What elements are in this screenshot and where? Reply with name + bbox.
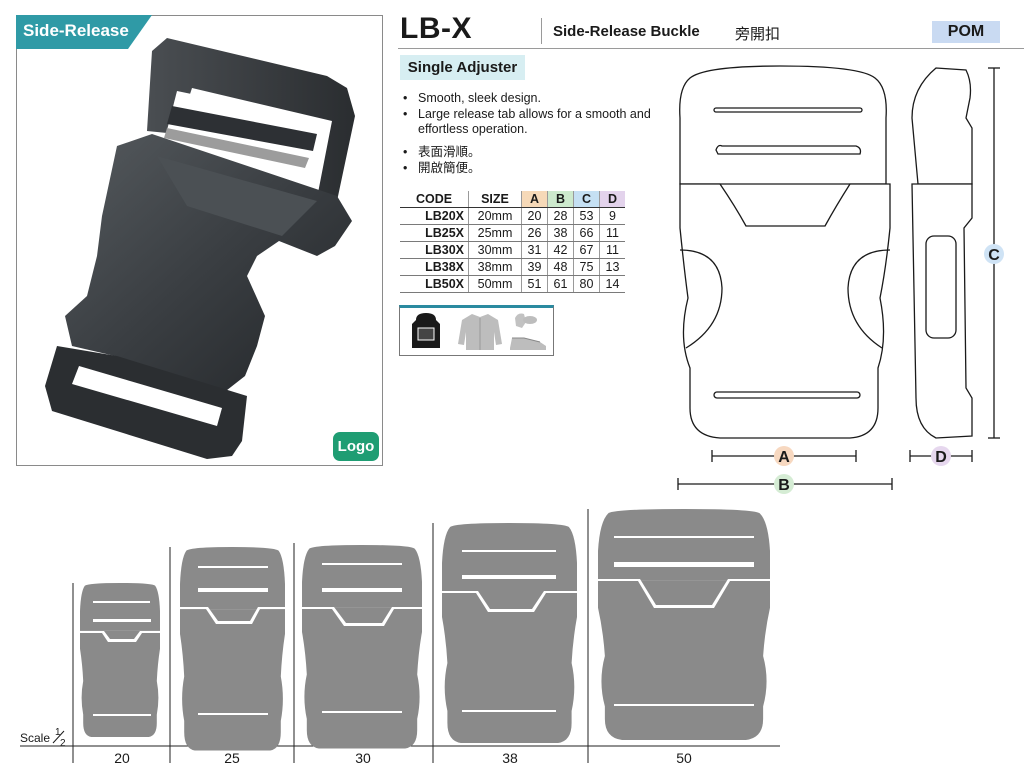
size-label-20: 20: [114, 750, 130, 766]
side-release-tag-label: Side-Release: [23, 21, 129, 40]
column-header-b: B: [547, 191, 574, 208]
cell-size: 38mm: [468, 258, 522, 276]
scale-fraction-numerator: 1: [55, 727, 61, 738]
size-label-25: 25: [224, 750, 240, 766]
side-view-window: [925, 235, 957, 339]
table-row: LB38X 38mm 39 48 75 13: [400, 258, 625, 276]
cell-a: 26: [521, 224, 548, 242]
buckle-silhouette-30: [302, 545, 422, 749]
feature-item: 表面滑順。: [400, 145, 680, 161]
product-name: Side-Release Buckle: [553, 23, 700, 40]
front-view-body: [679, 183, 891, 439]
cell-a: 31: [521, 241, 548, 259]
cell-d: 9: [599, 207, 625, 225]
cell-c: 67: [573, 241, 600, 259]
buckle-silhouette-25: [180, 547, 285, 751]
top-slot: [713, 107, 863, 113]
product-name-zh: 旁開扣: [735, 26, 781, 43]
side-view-top: [911, 67, 973, 185]
table-row: LB20X 20mm 20 28 53 9: [400, 207, 625, 225]
material-badge: POM: [932, 21, 1000, 43]
header-divider: [541, 18, 542, 44]
cell-size: 25mm: [468, 224, 522, 242]
feature-item: Smooth, sleek design.: [400, 91, 680, 107]
features-zh: 表面滑順。 開啟簡便。: [400, 145, 680, 176]
table-header-row: CODE SIZE A B C D: [400, 191, 625, 208]
cell-code: LB25X: [400, 224, 469, 242]
serrated-bar: [715, 144, 862, 155]
column-header-c: C: [573, 191, 600, 208]
column-header-d: D: [599, 191, 625, 208]
cell-d: 11: [599, 224, 625, 242]
column-header-code: CODE: [400, 191, 469, 208]
dimension-label-c: C: [988, 247, 1000, 264]
feature-item: Large release tab allows for a smooth an…: [400, 107, 680, 138]
cell-b: 28: [547, 207, 574, 225]
dimension-label-a: A: [778, 449, 790, 466]
product-photo-panel: [16, 15, 383, 466]
cell-size: 50mm: [468, 275, 522, 293]
side-release-tag: Side-Release: [16, 15, 152, 49]
cell-code: LB20X: [400, 207, 469, 225]
table-row: LB25X 25mm 26 38 66 11: [400, 224, 625, 242]
cell-b: 48: [547, 258, 574, 276]
buckle-photo: [45, 38, 355, 459]
cell-size: 20mm: [468, 207, 522, 225]
cell-d: 14: [599, 275, 625, 293]
cell-c: 53: [573, 207, 600, 225]
header-rule: [398, 48, 1024, 49]
shoe-and-glove-icon: [510, 313, 546, 350]
front-view-top: [679, 65, 887, 185]
right-cutout: [847, 249, 891, 349]
dimension-marker-a: [774, 446, 794, 466]
jacket-icon: [458, 314, 502, 350]
feature-item: 開啟簡便。: [400, 161, 680, 177]
size-label-50: 50: [676, 750, 692, 766]
cell-code: LB38X: [400, 258, 469, 276]
cell-c: 75: [573, 258, 600, 276]
cell-d: 13: [599, 258, 625, 276]
cell-a: 20: [521, 207, 548, 225]
cell-b: 61: [547, 275, 574, 293]
cell-a: 51: [521, 275, 548, 293]
column-header-size: SIZE: [468, 191, 522, 208]
technical-drawing: A B C D: [677, 65, 1004, 494]
dimension-label-b: B: [778, 477, 790, 494]
cell-code: LB50X: [400, 275, 469, 293]
cell-b: 38: [547, 224, 574, 242]
cell-c: 66: [573, 224, 600, 242]
adjuster-label: Single Adjuster: [400, 55, 525, 80]
logo-badge: Logo: [333, 432, 379, 461]
size-label-38: 38: [502, 750, 518, 766]
dimension-marker-c: [984, 244, 1004, 264]
table-row: LB50X 50mm 51 61 80 14: [400, 275, 625, 293]
scale-fraction-denominator: 2: [60, 738, 66, 749]
backpack-icon: [405, 310, 447, 352]
cell-size: 30mm: [468, 241, 522, 259]
dimension-marker-d: [931, 446, 951, 466]
model-title: LB-X: [400, 12, 472, 45]
size-table: CODE SIZE A B C D LB20X 20mm 20 28 53 9 …: [400, 191, 625, 293]
dimension-marker-b: [774, 474, 794, 494]
usage-icons: [399, 305, 554, 356]
features-en: Smooth, sleek design. Large release tab …: [400, 91, 680, 138]
bottom-slot: [713, 391, 861, 399]
left-cutout: [679, 249, 723, 349]
size-comparison: Scale 1 2 20 25 30 38 50: [20, 509, 780, 766]
size-label-30: 30: [355, 750, 371, 766]
cell-b: 42: [547, 241, 574, 259]
table-row: LB30X 30mm 31 42 67 11: [400, 241, 625, 259]
cell-c: 80: [573, 275, 600, 293]
buckle-silhouette-20: [80, 583, 160, 737]
cell-code: LB30X: [400, 241, 469, 259]
cell-a: 39: [521, 258, 548, 276]
dimension-label-d: D: [935, 449, 947, 466]
cell-d: 11: [599, 241, 625, 259]
tag-background: [16, 15, 152, 49]
scale-label: Scale: [20, 731, 50, 745]
column-header-a: A: [521, 191, 548, 208]
